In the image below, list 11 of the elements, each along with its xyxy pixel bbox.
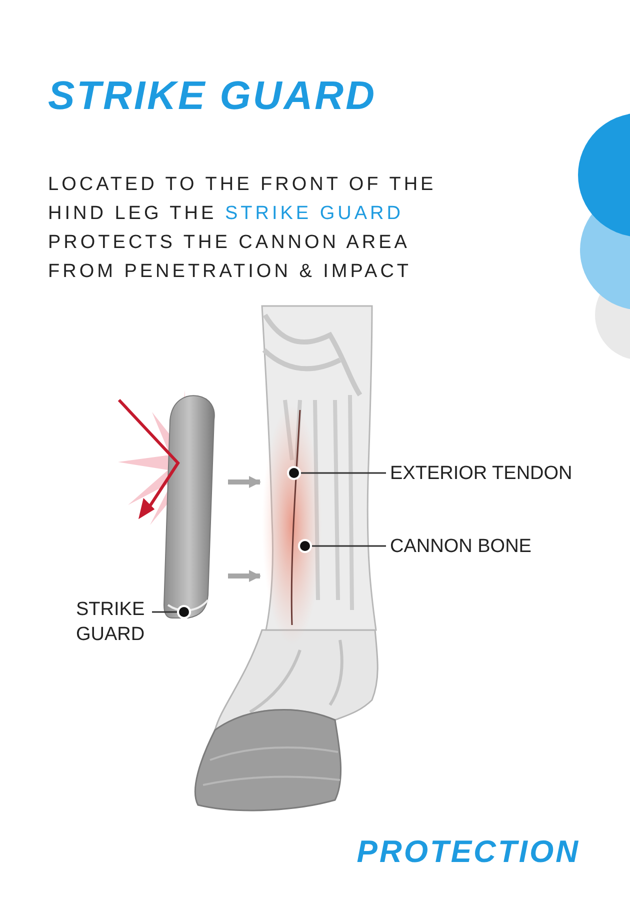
callout-label: EXTERIOR TENDON	[390, 461, 590, 486]
description-text: LOCATED TO THE FRONT OF THE HIND LEG THE STRIKE GUARD PROTECTS THE CANNON AREA FROM PENETRATION & IMPACT	[48, 173, 438, 284]
leader-line	[152, 611, 177, 613]
arrow	[228, 476, 261, 488]
leader-line	[301, 472, 386, 474]
footer-heading: PROTECTION	[356, 834, 580, 870]
callout-label: CANNON BONE	[390, 534, 590, 559]
leader-line	[312, 545, 386, 547]
title: STRIKE GUARD	[48, 74, 376, 119]
callout-label: STRIKE GUARD	[76, 597, 156, 647]
arrow	[228, 570, 261, 582]
